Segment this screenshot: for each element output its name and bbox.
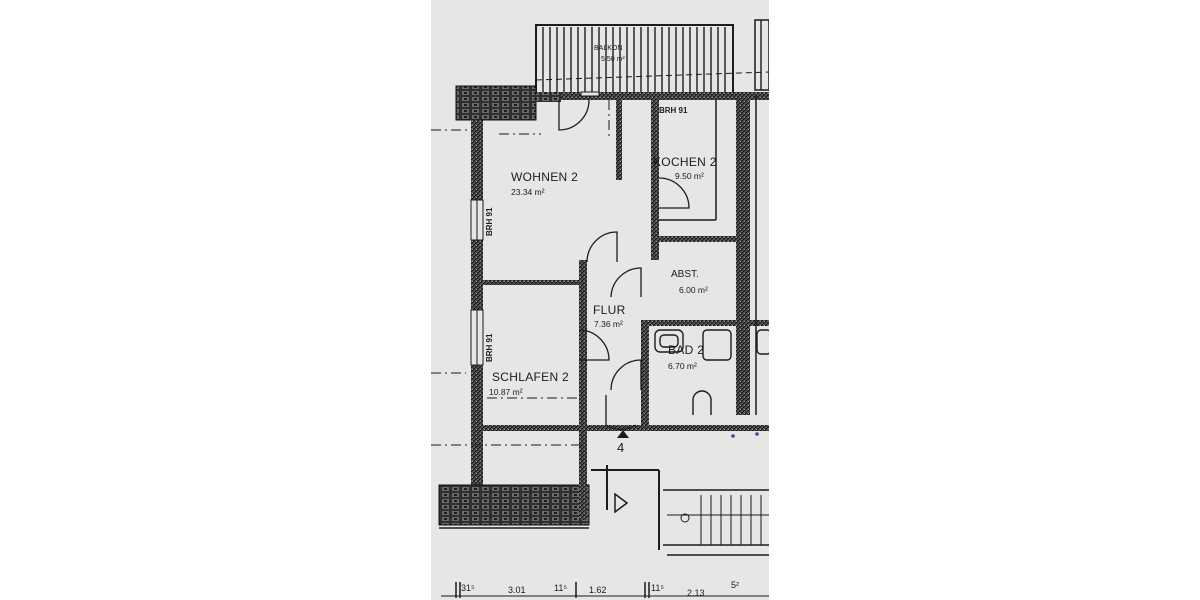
room-kochen-area: 9.50 m² bbox=[675, 171, 704, 181]
window-label-bedroom: BRH 91 bbox=[485, 333, 494, 362]
dimension-2: 3.01 bbox=[508, 585, 526, 595]
dimension-5: 11⁵ bbox=[651, 583, 665, 593]
dimension-1: 31⁵ bbox=[461, 583, 475, 593]
room-abst-name: ABST. bbox=[671, 269, 699, 280]
balcony-label: BALKON bbox=[594, 45, 623, 52]
room-schlafen-area: 10.87 m² bbox=[489, 387, 523, 397]
balcony-railing bbox=[535, 19, 769, 96]
parapet-top bbox=[455, 85, 537, 121]
parapet-bottom bbox=[438, 484, 590, 526]
floor-plan-drawing bbox=[431, 19, 769, 598]
room-kochen-name: KOCHEN 2 bbox=[653, 155, 717, 169]
dimension-3: 11⁵ bbox=[554, 583, 568, 593]
room-bad-area: 6.70 m² bbox=[668, 361, 697, 371]
dimension-6: 2.13 bbox=[687, 588, 705, 598]
room-wohnen-area: 23.34 m² bbox=[511, 187, 545, 197]
floor-plan-sheet: BALKON 5.50 m² WOHNEN 2 23.34 m² KOCHEN … bbox=[431, 0, 769, 600]
room-flur-area: 7.36 m² bbox=[594, 319, 623, 329]
room-bad-name: BAD 2 bbox=[668, 343, 705, 357]
entrance-marker: 4 bbox=[617, 440, 625, 455]
dimension-4: 1.62 bbox=[589, 585, 607, 595]
dimension-7: 5² bbox=[731, 580, 740, 590]
window-label-living: BRH 91 bbox=[485, 207, 494, 236]
room-schlafen-name: SCHLAFEN 2 bbox=[492, 370, 570, 384]
room-abst-area: 6.00 m² bbox=[679, 285, 708, 295]
room-wohnen-name: WOHNEN 2 bbox=[511, 170, 579, 184]
window-label-kitchen: BRH 91 bbox=[659, 106, 688, 115]
balcony-area: 5.50 m² bbox=[601, 56, 625, 63]
room-flur-name: FLUR bbox=[593, 303, 626, 317]
